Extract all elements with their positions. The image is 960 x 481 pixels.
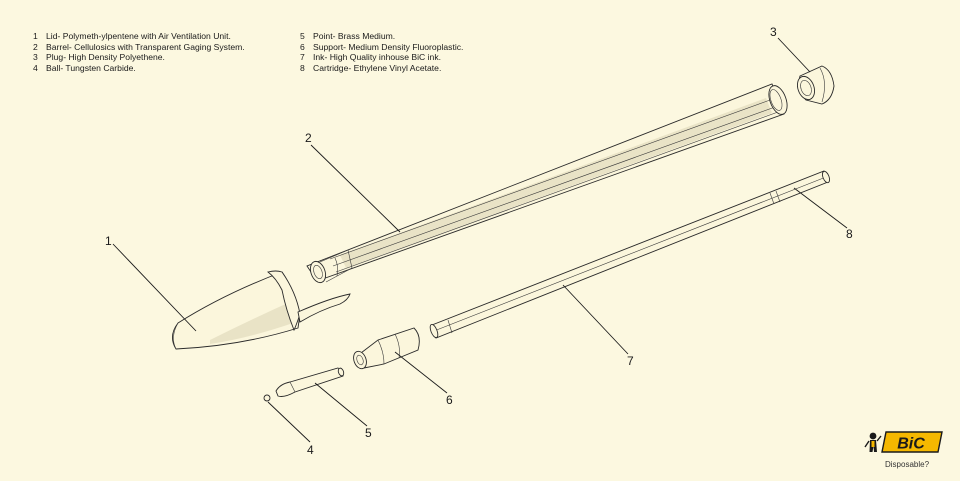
callout-5: 5	[365, 426, 372, 440]
legend-number: 8	[300, 62, 305, 73]
legend-item-4: 4 Ball- Tungsten Carbide.	[33, 63, 245, 74]
callout-2: 2	[305, 131, 312, 145]
bic-logo: BiC	[864, 431, 943, 453]
parts-legend-right: 5 Point- Brass Medium. 6 Support- Medium…	[300, 31, 463, 73]
ink-cartridge	[429, 170, 831, 339]
legend-text: Plug- High Density Polyethene.	[46, 52, 165, 63]
callout-4: 4	[307, 443, 314, 457]
legend-number: 6	[300, 41, 305, 52]
legend-text: Barrel- Cellulosics with Transparent Gag…	[46, 41, 245, 52]
leader-line-4	[267, 401, 311, 443]
legend-number: 3	[33, 52, 38, 63]
leader-line-3	[777, 37, 811, 73]
leader-line-2	[310, 144, 401, 233]
callout-6: 6	[446, 393, 453, 407]
legend-number: 4	[33, 62, 38, 73]
callout-8: 8	[846, 227, 853, 241]
parts-legend-left: 1 Lid- Polymeth-ylpentene with Air Venti…	[33, 31, 245, 73]
leader-line-8	[793, 187, 848, 229]
ball	[263, 394, 271, 402]
legend-number: 2	[33, 41, 38, 52]
leader-line-6	[394, 351, 448, 394]
legend-item-7: 7 Ink- High Quality inhouse BiC ink.	[300, 52, 463, 63]
legend-number: 5	[300, 31, 305, 41]
callout-3: 3	[770, 25, 777, 39]
legend-item-1: 1 Lid- Polymeth-ylpentene with Air Venti…	[33, 31, 245, 42]
barrel	[306, 83, 788, 284]
leader-line-1	[112, 243, 197, 332]
callout-1: 1	[105, 234, 112, 248]
bic-logo-text: BiC	[897, 436, 925, 453]
bic-boy-mascot-icon	[864, 432, 882, 452]
leader-line-5	[314, 382, 368, 427]
legend-text: Ball- Tungsten Carbide.	[46, 62, 136, 73]
callout-7: 7	[627, 354, 634, 368]
legend-text: Lid- Polymeth-ylpentene with Air Ventila…	[46, 31, 231, 41]
legend-item-2: 2 Barrel- Cellulosics with Transparent G…	[33, 42, 245, 53]
legend-text: Cartridge- Ethylene Vinyl Acetate.	[313, 62, 442, 73]
legend-number: 1	[33, 31, 38, 41]
support	[353, 327, 420, 370]
legend-item-3: 3 Plug- High Density Polyethene.	[33, 52, 245, 63]
legend-item-6: 6 Support- Medium Density Fluoroplastic.	[300, 42, 463, 53]
legend-text: Point- Brass Medium.	[313, 31, 396, 41]
legend-item-5: 5 Point- Brass Medium.	[300, 31, 463, 42]
leader-line-7	[562, 284, 629, 355]
legend-number: 7	[300, 52, 305, 63]
legend-text: Support- Medium Density Fluoroplastic.	[313, 41, 464, 52]
plug	[796, 65, 835, 105]
brand-tagline: Disposable?	[885, 460, 930, 469]
bic-wordmark: BiC	[881, 431, 943, 453]
legend-text: Ink- High Quality inhouse BiC ink.	[313, 52, 442, 63]
legend-item-8: 8 Cartridge- Ethylene Vinyl Acetate.	[300, 63, 463, 74]
lid	[172, 270, 351, 350]
point	[275, 367, 345, 397]
